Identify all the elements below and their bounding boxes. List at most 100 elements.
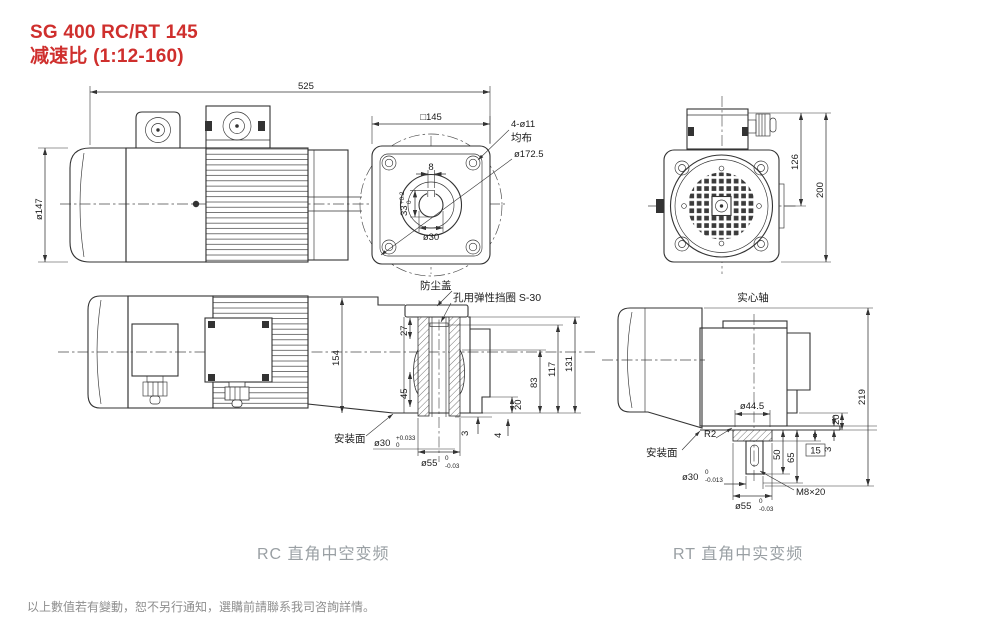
svg-text:0: 0: [759, 498, 763, 505]
flange-holes: [381, 155, 481, 255]
keyway: [427, 189, 435, 197]
svg-text:+0.033: +0.033: [396, 435, 416, 442]
svg-text:33: 33: [399, 205, 410, 216]
dim-keyway-height: 33 +0.2 0: [399, 191, 413, 216]
svg-text:0: 0: [705, 469, 709, 476]
shaft-hub: [732, 429, 773, 442]
cable-gland: [747, 113, 777, 137]
solid-shaft: [745, 440, 764, 475]
dim-keyway-width: 8: [428, 162, 433, 173]
bolt: [208, 374, 215, 381]
dim-flange-square: □145: [420, 112, 442, 123]
dim-overall-height: 200: [815, 182, 826, 198]
circlip-groove: [429, 322, 449, 327]
dim-bore: ø30: [423, 232, 439, 243]
page-title: SG 400 RC/RT 145 减速比 (1:12-160): [30, 21, 198, 69]
dim-box-to-center: 126: [790, 154, 801, 170]
dim-83: 83: [529, 377, 540, 388]
dim-thread: M8×20: [796, 487, 825, 498]
frame-bolts: [674, 160, 769, 252]
flange-front-view: 8 33 +0.2 0 ø30 □145 4-ø11 均布 ø172.5: [359, 112, 544, 277]
label-mounting-face: 安装面: [334, 432, 366, 445]
svg-text:-0.03: -0.03: [759, 506, 774, 513]
dim-15: 15: [810, 446, 821, 457]
cable-gland: [142, 375, 168, 405]
dim-hub-diameter: ø55 0 -0.03: [732, 443, 774, 513]
caption-rt: RT 直角中实变频: [673, 546, 804, 563]
label-dust-cover: 防尘盖: [420, 279, 452, 292]
label-mounting-face: 安装面: [646, 446, 678, 459]
dim-219: 219: [857, 389, 868, 405]
bolt-circle: [359, 133, 503, 277]
dim-3: 3: [823, 447, 834, 452]
dim-20: 20: [831, 414, 842, 425]
motor-body: [617, 307, 703, 429]
lid-clip: [258, 121, 265, 131]
svg-text:0: 0: [406, 200, 413, 204]
svg-text:ø30: ø30: [682, 472, 698, 483]
dust-cover: [404, 304, 469, 318]
input-adapter: [307, 149, 349, 261]
dim-shaft-diameter: ø30 0 -0.013: [682, 469, 764, 489]
svg-text:0: 0: [396, 442, 400, 449]
rc-mount-view: 154 27 45 20 83 117 131 3 4 防尘盖 孔用弹性挡圈 S…: [58, 279, 595, 470]
svg-text:ø55: ø55: [735, 501, 751, 512]
rc-side-view: 525 ø147: [34, 81, 505, 263]
center-dot: [192, 200, 200, 208]
dim-20: 20: [513, 399, 524, 410]
dim-50: 50: [772, 449, 783, 460]
dim-hollow-bore: ø30 +0.033 0: [373, 435, 455, 450]
dim-117: 117: [547, 362, 558, 377]
dim-45: 45: [399, 388, 410, 399]
lid-clip: [205, 121, 212, 131]
bolt: [262, 374, 269, 381]
dim-27: 27: [399, 325, 410, 336]
bolt: [208, 321, 215, 328]
svg-text:0: 0: [445, 455, 449, 462]
dim-hub-diameter: ø55 0 -0.03: [417, 418, 461, 470]
shroud-screws: [681, 165, 762, 247]
lid-clip: [742, 127, 748, 136]
capacitor-box: [135, 111, 181, 148]
dim-4: 4: [493, 433, 504, 438]
mounting-plate: [204, 317, 273, 383]
flange-plate: [371, 145, 491, 265]
gearbox-housing: [699, 320, 811, 427]
eyebolt: [656, 199, 664, 213]
caption-rc: RC 直角中空变频: [257, 546, 390, 563]
svg-text:-0.03: -0.03: [445, 463, 460, 470]
title-ratio: 减速比 (1:12-160): [30, 45, 184, 67]
title-model: SG 400 RC/RT 145: [30, 22, 198, 43]
label-evenly-spaced: 均布: [511, 132, 532, 144]
svg-text:+0.2: +0.2: [399, 191, 406, 204]
motor-rear-cap: [87, 295, 129, 409]
svg-text:ø55: ø55: [421, 458, 437, 469]
fan-shroud: [669, 154, 774, 258]
output-boss: [399, 173, 463, 237]
rt-view: 实心轴 ø44.5 R2 安装面 ø3: [602, 291, 877, 513]
dim-motor-diameter: ø147: [34, 198, 45, 220]
label-circlip: 孔用弹性挡圈 S-30: [453, 291, 541, 304]
svg-text:-0.013: -0.013: [705, 477, 723, 484]
hollow-shaft-section: [413, 316, 492, 418]
dim-pcd: ø172.5: [514, 149, 544, 160]
terminal-box: [131, 323, 179, 377]
label-solid-shaft: 实心轴: [737, 291, 769, 304]
svg-text:ø30: ø30: [374, 438, 390, 449]
dim-fillet: R2: [704, 429, 716, 440]
keyway-slot: [750, 444, 759, 467]
dim-3: 3: [460, 431, 471, 436]
footer-note: 以上數值若有變動，恕不另行通知，選購前請聯系我司咨詢詳情。: [27, 600, 376, 614]
motor-rear-view: 126 200: [648, 96, 831, 274]
dim-overall-length: 525: [298, 81, 314, 92]
dim-gearbox-width: 154: [331, 350, 342, 366]
lid-clip: [688, 127, 694, 136]
dim-hole-count: 4-ø11: [511, 119, 535, 130]
dim-65: 65: [786, 452, 797, 463]
dim-spigot: ø44.5: [740, 401, 764, 412]
cable-gland-2: [224, 381, 250, 408]
bolt: [262, 321, 269, 328]
motor-rear-cap: [69, 147, 127, 263]
cooling-fins: [205, 147, 309, 263]
